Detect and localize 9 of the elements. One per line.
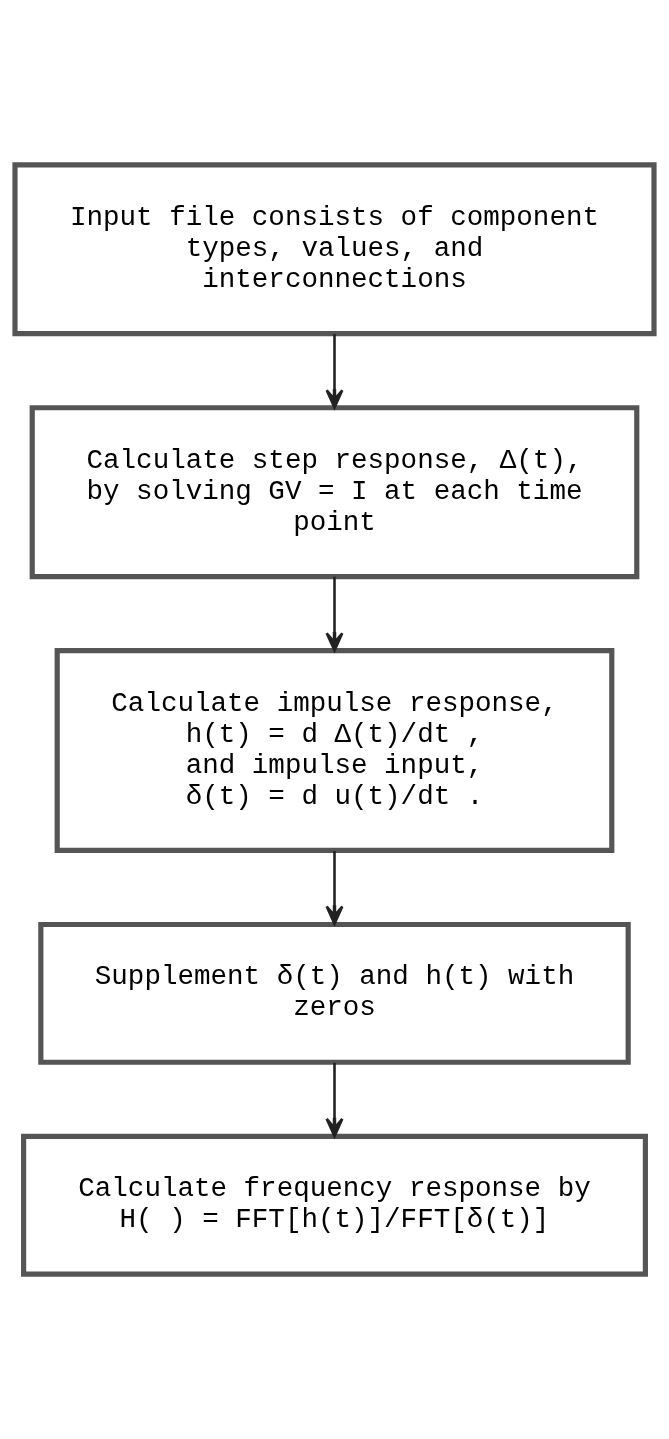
- node-box: Calculate impulse response, h(t) = d Δ(t)/dt , and impulse input, δ(t) = d u(t)/dt .: [54, 648, 615, 853]
- arrow: [325, 851, 344, 926]
- arrow: [325, 576, 344, 652]
- node-box: Calculate frequency response by H( ) = FFT[h(t)]/FFT[δ(t)]: [21, 1133, 648, 1277]
- node-box: Input file consists of component types, values, and interconnections: [12, 162, 657, 337]
- arrow: [325, 334, 344, 409]
- node-box: Supplement δ(t) and h(t) with zeros: [38, 921, 631, 1065]
- node-box: Calculate step response, Δ(t), by solving GV = I at each time point: [29, 405, 640, 580]
- arrow: [325, 1062, 344, 1138]
